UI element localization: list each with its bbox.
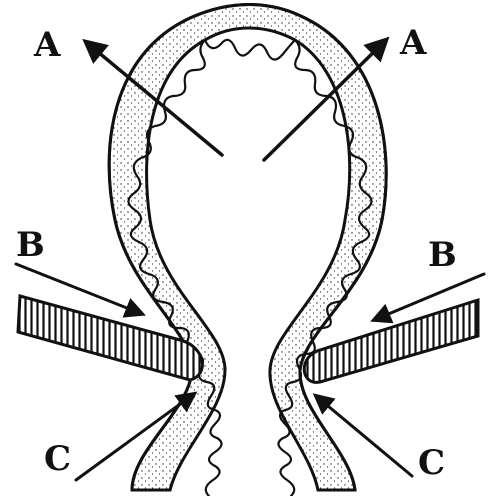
label-c-left: C xyxy=(44,439,71,479)
label-c-right: C xyxy=(418,443,445,483)
label-b-right: B xyxy=(428,235,457,275)
folded-lining-top xyxy=(205,40,295,60)
label-b-left: B xyxy=(16,225,45,265)
label-a-right: A xyxy=(399,23,427,63)
pouch-wall-band xyxy=(109,5,386,491)
label-a-left: A xyxy=(33,25,61,65)
